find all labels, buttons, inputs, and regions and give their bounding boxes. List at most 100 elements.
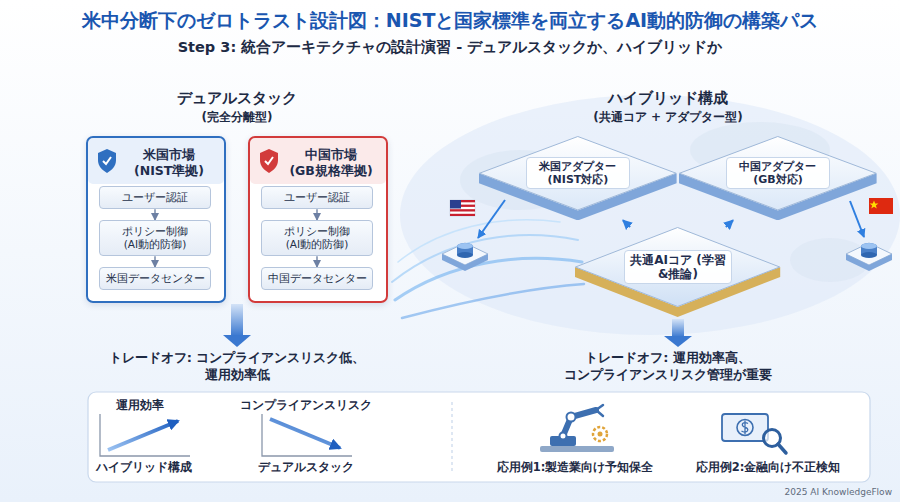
database-platform xyxy=(861,243,877,249)
robot-arm-icon xyxy=(563,410,596,436)
chart-caption: デュアルスタック xyxy=(258,460,354,474)
adapter-to-database-arrow xyxy=(850,201,864,237)
process-box: 中国データセンター xyxy=(261,267,373,290)
robot-arm-icon xyxy=(540,446,614,452)
box-text: ユーザー認証 xyxy=(266,191,368,204)
page-ground xyxy=(400,95,900,335)
shield-icon xyxy=(265,157,273,164)
flag-us xyxy=(450,200,475,216)
platform-node: 米国アダプター (NIST対応) xyxy=(479,136,677,220)
database-platform xyxy=(457,243,473,249)
tradeoff-note: トレードオフ: コンプライアンスリスク低、運用効率低 xyxy=(106,350,368,384)
down-arrow xyxy=(672,319,684,337)
down-arrow xyxy=(664,336,692,347)
flag-cn xyxy=(869,198,893,214)
tradeoff-note: トレードオフ: 運用効率高、コンプライアンスリスク管理が重要 xyxy=(507,350,829,384)
flag-us xyxy=(450,209,475,211)
trend-chart xyxy=(262,414,352,456)
platform-label: 共通AIコア (学習&推論) xyxy=(624,250,732,285)
down-arrow xyxy=(223,304,692,347)
box-text: ユーザー認証 xyxy=(104,191,206,204)
robot-arm-icon xyxy=(560,433,567,440)
robot-arm-icon xyxy=(567,413,576,422)
stack-fill xyxy=(87,137,225,302)
process-box: ポリシー制御 (AI動的防御) xyxy=(261,220,373,256)
database-platform xyxy=(861,243,877,249)
trend-chart xyxy=(108,421,178,450)
down-arrow xyxy=(223,335,251,347)
shield-icon xyxy=(260,149,278,173)
watermark: 2025 AI KnowledgeFlow xyxy=(785,487,892,498)
fraud-detection-icon xyxy=(722,414,768,441)
flag-cn xyxy=(869,198,893,214)
platform-top xyxy=(480,136,677,209)
stack-header-fill xyxy=(250,138,386,184)
database-platform xyxy=(861,252,877,258)
stack-header-fill xyxy=(88,138,224,184)
shield-icon xyxy=(96,148,118,174)
connector-arrow xyxy=(623,220,630,227)
robot-arm-icon xyxy=(596,405,603,416)
database-platform xyxy=(457,252,473,258)
light-swoosh xyxy=(392,220,584,318)
box-text: 米国データセンター xyxy=(104,272,206,285)
use-case-label: 応用例2:金融向け不正検知 xyxy=(696,460,841,474)
chart-caption: ハイブリッド構成 xyxy=(96,460,192,474)
trend-chart xyxy=(100,414,352,456)
light-swoosh xyxy=(402,284,584,318)
fraud-detection-icon xyxy=(778,444,786,453)
chart-axis-label: コンプライアンスリスク xyxy=(240,398,372,412)
process-box: ユーザー認証 xyxy=(261,186,373,209)
section-heading: ハイブリッド構成 xyxy=(608,89,728,108)
fraud-detection-icon xyxy=(722,414,786,453)
flag-us xyxy=(450,200,475,216)
box-text: ポリシー制御 (AI動的防御) xyxy=(266,225,368,251)
bottom-panel xyxy=(88,392,870,482)
section-heading: デュアルスタック xyxy=(177,89,297,108)
process-box: ポリシー制御 (AI動的防御) xyxy=(99,220,211,256)
box-text: 中国データセンター xyxy=(266,272,368,285)
fraud-detection-icon xyxy=(742,421,749,435)
stack-fill xyxy=(249,137,387,302)
platform-top xyxy=(576,228,780,307)
flag-us xyxy=(450,200,461,209)
platform-top xyxy=(680,136,877,209)
shield-icon xyxy=(103,157,111,164)
light-swoosh xyxy=(395,258,582,300)
light-swoosh xyxy=(392,235,578,282)
process-box: ユーザー認証 xyxy=(99,186,211,209)
connector-arrow xyxy=(316,256,317,267)
connector-arrow xyxy=(726,220,733,227)
connector-arrow xyxy=(316,209,317,220)
database-platform xyxy=(457,243,473,249)
box-text: ポリシー制御 (AI動的防御) xyxy=(104,225,206,251)
adapter-to-database-arrow xyxy=(478,200,505,238)
section-subheading: (共通コア + アダプター型) xyxy=(593,110,742,125)
fraud-detection-icon xyxy=(737,420,753,436)
stack-fill xyxy=(87,137,387,302)
shield-icon xyxy=(258,148,280,174)
connector-arrow xyxy=(154,209,155,220)
platform-node: 共通AIコア (学習&推論) xyxy=(575,227,780,317)
connector-arrow xyxy=(154,256,155,267)
flag-cn xyxy=(870,201,879,209)
down-arrow xyxy=(231,304,243,336)
market-stack: 中国市場 (GB規格準拠) ユーザー認証ポリシー制御 (AI動的防御) 中国データセ… xyxy=(248,136,388,303)
subtitle: Step 3: 統合アーキテクチャの設計演習 - デュアルスタックか、ハイブリッ… xyxy=(178,38,723,56)
use-case-label: 応用例1:製造業向け予知保全 xyxy=(497,460,654,474)
trend-chart xyxy=(270,419,340,448)
platform-node: 中国アダプター (GB対応) xyxy=(679,136,877,220)
section-subheading: (完全分離型) xyxy=(202,110,273,125)
trend-chart xyxy=(100,414,190,456)
platform-label: 米国アダプター (NIST対応) xyxy=(526,157,630,189)
flag-us xyxy=(450,214,475,216)
robot-arm-icon xyxy=(598,432,603,437)
robot-arm-icon xyxy=(593,427,607,441)
market-heading: 中国市場 (GB規格準拠) xyxy=(282,147,380,178)
shield-icon xyxy=(98,149,116,173)
market-stack: 米国市場 (NIST準拠)ユーザー認証ポリシー制御 (AI動的防御)米国データセ… xyxy=(86,136,226,303)
robot-arm-icon xyxy=(540,405,614,452)
